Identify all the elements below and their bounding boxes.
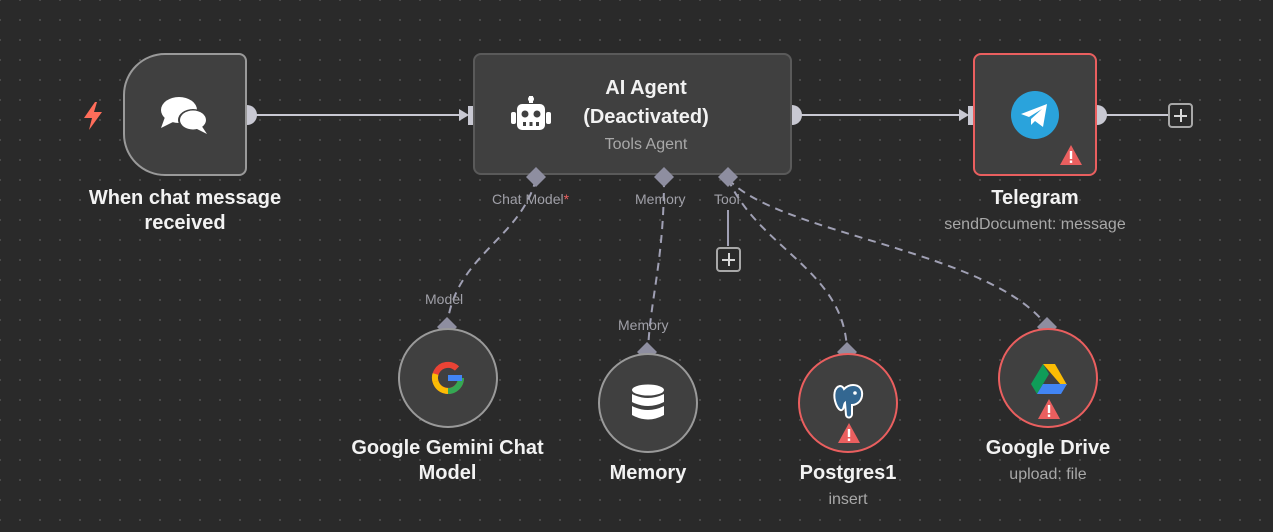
gemini-chat-model-node[interactable] [398, 328, 498, 428]
gemini-node-title-line2: Model [418, 462, 477, 484]
chat-model-port-label: Chat Model* [492, 191, 570, 207]
agent-status: (Deactivated) [583, 106, 709, 128]
memory-connection[interactable] [647, 178, 665, 352]
telegram-node-subtitle: sendDocument: message [944, 216, 1126, 233]
telegram-node[interactable] [973, 53, 1097, 176]
memory-node-title: Memory [609, 462, 687, 484]
warning-icon[interactable] [837, 422, 861, 444]
telegram-input-handle[interactable] [968, 106, 976, 125]
postgres-tool-connection[interactable] [727, 178, 848, 352]
google-drive-node[interactable] [998, 328, 1098, 428]
memory-port-diamond[interactable] [652, 165, 676, 189]
telegram-icon [1011, 90, 1059, 139]
memory-node[interactable] [598, 353, 698, 453]
add-tool-button[interactable] [716, 247, 741, 272]
trigger-node[interactable] [123, 53, 247, 176]
required-marker: * [563, 191, 570, 207]
add-node-button[interactable] [1168, 103, 1193, 128]
lightning-bolt-icon [84, 102, 102, 130]
warning-icon[interactable] [1037, 398, 1061, 420]
google-drive-icon [1031, 364, 1067, 394]
memory-sub-port-label: Memory [618, 317, 669, 333]
drive-tool-connection[interactable] [727, 178, 1048, 327]
model-connection[interactable] [446, 178, 537, 327]
memory-port-label: Memory [635, 191, 686, 207]
robot-icon [511, 96, 551, 130]
trigger-node-title: When chat message received [88, 187, 282, 234]
google-drive-node-title: Google Drive [985, 437, 1111, 459]
agent-input-handle[interactable] [468, 106, 476, 125]
postgres-elephant-icon [833, 383, 864, 419]
google-g-icon [431, 361, 464, 394]
agent-subtitle: Tools Agent [604, 136, 688, 153]
agent-title: AI Agent [605, 77, 687, 99]
warning-icon[interactable] [1059, 144, 1083, 166]
telegram-node-title: Telegram [991, 187, 1079, 209]
gemini-node-title-line1: Google Gemini Chat [351, 437, 544, 459]
tool-port-label: Tool [714, 191, 740, 207]
arrow-head-icon [459, 109, 469, 121]
postgres-node-title: Postgres1 [799, 462, 897, 484]
chat-model-port-diamond[interactable] [524, 165, 548, 189]
database-icon [632, 384, 664, 420]
model-port-label: Model [425, 291, 464, 307]
tool-port-diamond[interactable] [716, 165, 740, 189]
postgres-node[interactable] [798, 353, 898, 453]
google-drive-node-subtitle: upload: file [1009, 466, 1087, 483]
postgres-node-subtitle: insert [828, 491, 868, 508]
arrow-head-icon [959, 109, 969, 121]
chat-bubbles-icon [161, 96, 208, 134]
